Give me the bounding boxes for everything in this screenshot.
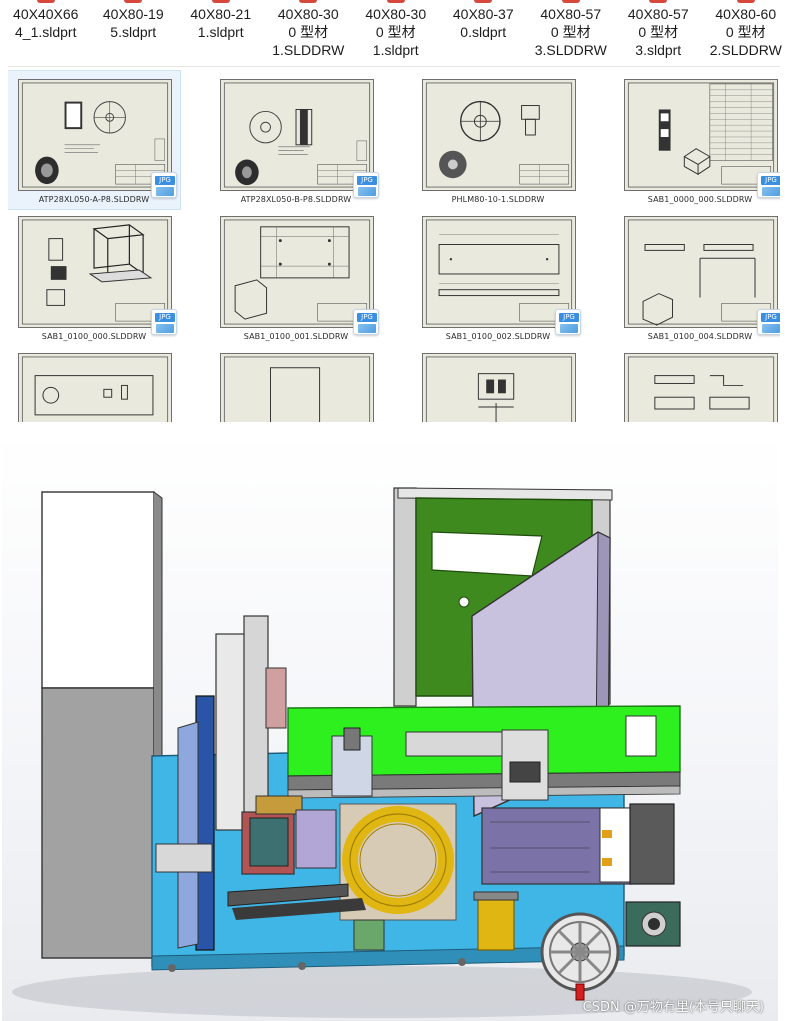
thumbnail-tile[interactable]: PHLM80-10-1.SLDDRW bbox=[412, 71, 584, 209]
jpg-file-icon: JPG bbox=[353, 172, 379, 198]
thumbnail-caption: PHLM80-10-1.SLDDRW bbox=[451, 195, 545, 204]
thumbnail-tile[interactable]: JPG ATP28XL050-B-P8.SLDDRW bbox=[210, 71, 382, 209]
drawing-sheet bbox=[425, 219, 573, 325]
thumbnail-tile[interactable] bbox=[614, 345, 780, 422]
drawing-preview: JPG bbox=[220, 216, 379, 335]
file-icon bbox=[211, 0, 230, 3]
drawing-preview bbox=[220, 353, 374, 422]
file-name: 40X80-57 0 型材 3.sldprt bbox=[627, 6, 689, 58]
drawing-sheet bbox=[21, 82, 169, 188]
thumbnail-caption: SAB1_0100_000.SLDDRW bbox=[41, 332, 147, 341]
drawing-preview: JPG bbox=[220, 79, 379, 198]
drawing-sheet bbox=[223, 82, 371, 188]
thumbnail-caption: ATP28XL050-B-P8.SLDDRW bbox=[240, 195, 352, 204]
drawing-sheet bbox=[21, 356, 169, 422]
cabinet-lower bbox=[41, 687, 155, 959]
thumbnail-caption: SAB1_0000_000.SLDDRW bbox=[647, 195, 753, 204]
file-item[interactable]: 40X80-30 0 型材 1.SLDDRW bbox=[265, 0, 353, 64]
drawing-preview bbox=[422, 79, 576, 191]
file-icon bbox=[474, 0, 493, 3]
file-item[interactable]: 40X80-60 0 型材 2.SLDDRW bbox=[702, 0, 790, 64]
file-name: 40X80-60 0 型材 2.SLDDRW bbox=[709, 6, 782, 58]
file-icon bbox=[649, 0, 668, 3]
file-name: 40X80-30 0 型材 1.sldprt bbox=[365, 6, 427, 58]
file-name: 40X80-30 0 型材 1.SLDDRW bbox=[272, 6, 345, 58]
drawing-sheet bbox=[627, 219, 775, 326]
drawing-preview bbox=[18, 353, 172, 422]
drawing-sheet bbox=[223, 219, 371, 325]
cabinet-upper bbox=[41, 491, 155, 689]
jpg-file-icon: JPG bbox=[757, 172, 780, 198]
jpg-file-icon: JPG bbox=[555, 309, 581, 335]
thumbnail-tile[interactable]: JPG SAB1_0000_000.SLDDRW bbox=[614, 71, 780, 209]
machine-3d-render: CSDN @万物有里(本号只聊天) bbox=[2, 432, 778, 1021]
drawing-sheet bbox=[627, 82, 775, 188]
drawing-sheet bbox=[425, 356, 573, 422]
watermark-text: CSDN @万物有里(本号只聊天) bbox=[582, 1000, 764, 1015]
file-item[interactable]: 40X80-19 5.sldprt bbox=[90, 0, 178, 64]
thumbnail-tile[interactable]: JPG SAB1_0100_001.SLDDRW bbox=[210, 208, 382, 346]
file-name: 40X80-21 1.sldprt bbox=[190, 6, 252, 40]
thumbnail-caption: SAB1_0100_004.SLDDRW bbox=[647, 332, 753, 341]
drawing-thumbnail-grid: JPG ATP28XL050-A-P8.SLDDRW JPG ATP28XL05… bbox=[8, 66, 780, 422]
thumbnail-caption: ATP28XL050-A-P8.SLDDRW bbox=[38, 195, 150, 204]
drawing-sheet bbox=[627, 356, 775, 422]
drawing-sheet bbox=[21, 219, 169, 325]
file-name: 40X80-19 5.sldprt bbox=[102, 6, 164, 40]
drawing-preview bbox=[624, 353, 778, 422]
blue-column bbox=[195, 695, 215, 951]
drawing-sheet bbox=[425, 82, 573, 188]
file-item[interactable]: 40X80-57 0 型材 3.SLDDRW bbox=[527, 0, 615, 64]
file-item[interactable]: 40X40X66 4_1.sldprt bbox=[2, 0, 90, 64]
thumbnail-tile[interactable]: JPG SAB1_0100_004.SLDDRW bbox=[614, 208, 780, 346]
thumbnail-caption: SAB1_0100_001.SLDDRW bbox=[243, 332, 349, 341]
file-name: 40X80-57 0 型材 3.SLDDRW bbox=[534, 6, 607, 58]
file-icon bbox=[299, 0, 318, 3]
file-item[interactable]: 40X80-21 1.sldprt bbox=[177, 0, 265, 64]
file-icon bbox=[124, 0, 143, 3]
file-name: 40X40X66 4_1.sldprt bbox=[13, 6, 79, 40]
file-item[interactable]: 40X80-30 0 型材 1.sldprt bbox=[352, 0, 440, 64]
drawing-preview: JPG bbox=[18, 216, 177, 335]
thumbnail-tile[interactable]: JPG SAB1_0100_002.SLDDRW bbox=[412, 208, 584, 346]
file-item[interactable]: 40X80-57 0 型材 3.sldprt bbox=[615, 0, 703, 64]
thumbnail-tile[interactable]: JPG SAB1_0100_000.SLDDRW bbox=[8, 208, 180, 346]
jpg-file-icon: JPG bbox=[757, 309, 780, 335]
thumbnail-tile[interactable] bbox=[412, 345, 584, 422]
file-item[interactable]: 40X80-37 0.sldprt bbox=[440, 0, 528, 64]
file-icon bbox=[561, 0, 580, 3]
file-name-strip: 40X40X66 4_1.sldprt 40X80-19 5.sldprt 40… bbox=[0, 0, 793, 64]
thumbnail-tile[interactable]: JPG ATP28XL050-A-P8.SLDDRW bbox=[8, 70, 181, 210]
file-name: 40X80-37 0.sldprt bbox=[452, 6, 514, 40]
jpg-file-icon: JPG bbox=[151, 309, 177, 335]
drawing-sheet bbox=[223, 356, 371, 422]
thumbnail-tile[interactable] bbox=[210, 345, 382, 422]
transformer bbox=[477, 893, 515, 951]
drawing-preview: JPG bbox=[624, 79, 780, 198]
drawing-preview: JPG bbox=[624, 216, 780, 335]
thumbnail-tile[interactable] bbox=[8, 345, 180, 422]
thumbnail-caption: SAB1_0100_002.SLDDRW bbox=[445, 332, 551, 341]
drawing-preview bbox=[422, 353, 576, 422]
drawing-preview: JPG bbox=[18, 79, 177, 198]
jpg-file-icon: JPG bbox=[151, 172, 177, 198]
machine-model bbox=[12, 487, 752, 1018]
file-icon bbox=[736, 0, 755, 3]
drawing-preview: JPG bbox=[422, 216, 581, 335]
file-icon bbox=[36, 0, 55, 3]
jpg-file-icon: JPG bbox=[353, 309, 379, 335]
file-icon bbox=[386, 0, 405, 3]
